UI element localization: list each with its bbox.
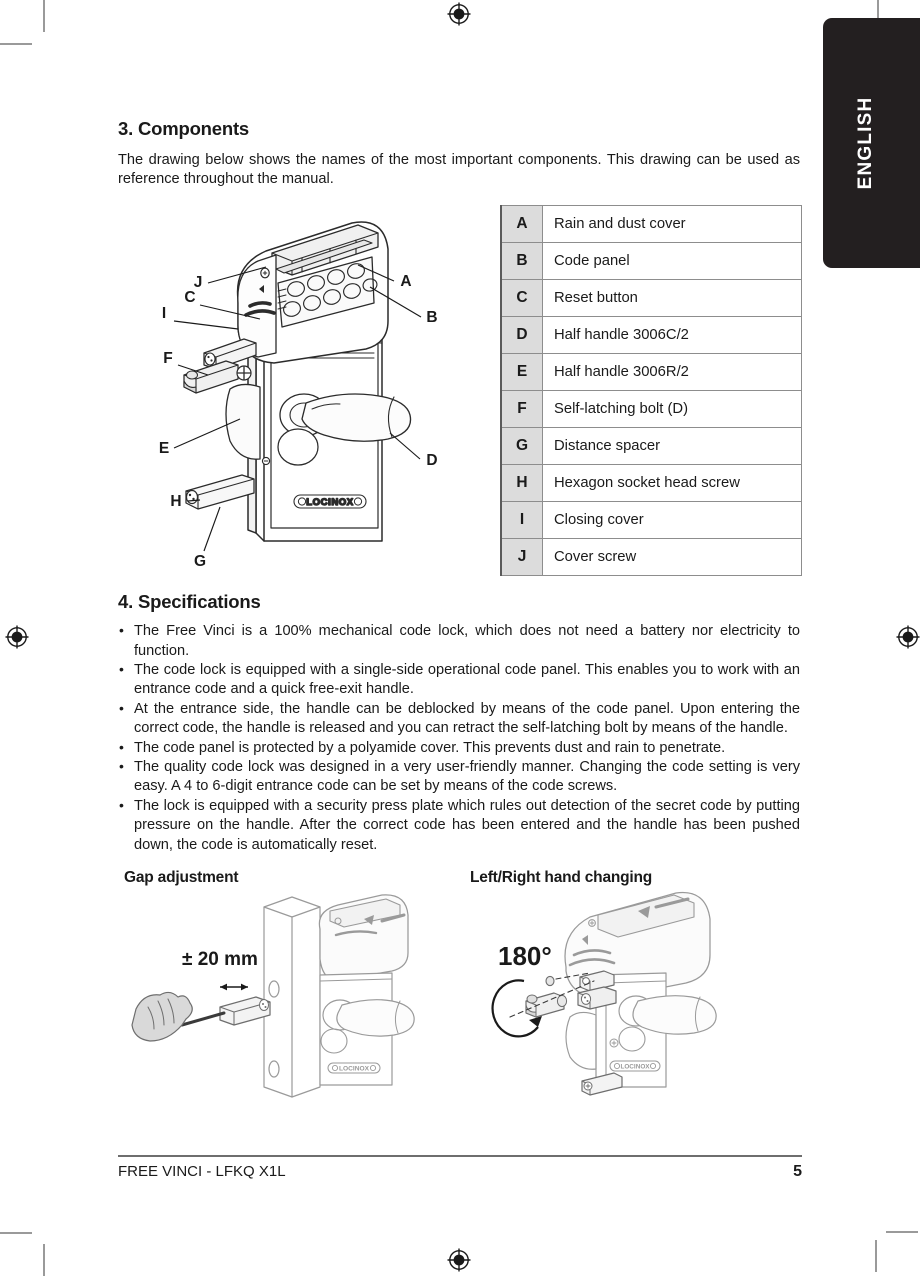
footer-document-title: FREE VINCI - LFKQ X1L xyxy=(118,1162,286,1180)
table-row: E Half handle 3006R/2 xyxy=(500,353,802,392)
specifications-heading: 4. Specifications xyxy=(118,591,261,613)
table-row: I Closing cover xyxy=(500,501,802,540)
gap-adjustment-illustration: LOCINOX xyxy=(131,894,415,1098)
crop-mark-bottom-left-horizontal xyxy=(0,1232,32,1234)
component-value: Rain and dust cover xyxy=(542,205,802,244)
callout-H: H xyxy=(170,493,181,510)
component-value: Reset button xyxy=(542,279,802,318)
page-footer: FREE VINCI - LFKQ X1L 5 xyxy=(118,1155,802,1181)
gap-measurement-label: ± 20 mm xyxy=(182,949,258,970)
component-key: A xyxy=(500,205,543,244)
page-content: 3. Components The drawing below shows th… xyxy=(118,0,802,1276)
specifications-section: 4. Specifications The Free Vinci is a 10… xyxy=(118,591,802,855)
components-intro-text: The drawing below shows the names of the… xyxy=(118,152,800,188)
language-tab-label: ENGLISH xyxy=(855,96,876,190)
instruction-figures: Gap adjustment xyxy=(118,869,802,1101)
component-value: Code panel xyxy=(542,242,802,281)
callout-G: G xyxy=(194,553,206,570)
footer-page-number: 5 xyxy=(793,1162,802,1180)
component-value: Half handle 3006R/2 xyxy=(542,353,802,392)
registration-mark-left xyxy=(5,625,29,649)
component-value: Distance spacer xyxy=(542,427,802,466)
callout-F: F xyxy=(163,350,172,367)
list-item: The lock is equipped with a security pre… xyxy=(118,796,800,855)
component-value: Cover screw xyxy=(542,538,802,577)
footer-divider xyxy=(118,1155,802,1157)
registration-mark-right xyxy=(896,625,920,649)
gap-figure-brand-logo: LOCINOX xyxy=(339,1066,370,1073)
lock-assembly-illustration: LOCINOX xyxy=(159,221,438,570)
language-tab-english: ENGLISH xyxy=(823,18,920,268)
registration-mark-top xyxy=(447,2,471,26)
components-table-body: A Rain and dust cover B Code panel C Res… xyxy=(500,205,802,577)
component-key: G xyxy=(500,427,543,466)
component-key: E xyxy=(500,353,543,392)
callout-I: I xyxy=(162,305,166,322)
component-key: F xyxy=(500,390,543,429)
drawing-brand-logo: LOCINOX xyxy=(306,497,354,508)
callout-J: J xyxy=(194,274,203,291)
hand-changing-illustration: LOCINOX xyxy=(491,892,717,1096)
table-row: B Code panel xyxy=(500,242,802,281)
figure-hand-changing-heading: Left/Right hand changing xyxy=(470,869,653,887)
component-value: Hexagon socket head screw xyxy=(542,464,802,503)
components-row: LOCINOX xyxy=(118,203,802,577)
figure-gap-adjustment: Gap adjustment xyxy=(124,869,464,1101)
list-item: The quality code lock was designed in a … xyxy=(118,757,800,797)
list-item: At the entrance side, the handle can be … xyxy=(118,699,800,739)
crop-mark-top-right-vertical xyxy=(877,0,879,32)
specifications-list: The Free Vinci is a 100% mechanical code… xyxy=(118,621,800,855)
crop-mark-bottom-left-vertical xyxy=(43,1244,45,1276)
components-heading: 3. Components xyxy=(118,118,250,139)
figure-gap-adjustment-heading: Gap adjustment xyxy=(124,869,239,887)
rotation-angle-label: 180° xyxy=(498,941,552,971)
table-row: J Cover screw xyxy=(500,538,802,577)
callout-B: B xyxy=(426,309,437,326)
components-table: A Rain and dust cover B Code panel C Res… xyxy=(500,205,802,577)
callout-C: C xyxy=(184,289,195,306)
component-key: I xyxy=(500,501,543,540)
table-row: H Hexagon socket head screw xyxy=(500,464,802,503)
list-item: The code panel is protected by a polyami… xyxy=(118,738,800,758)
crop-mark-bottom-right-horizontal xyxy=(886,1231,918,1233)
hand-figure-brand-logo: LOCINOX xyxy=(620,1064,650,1071)
crop-mark-bottom-right-vertical xyxy=(875,1240,877,1272)
table-row: C Reset button xyxy=(500,279,802,318)
component-key: J xyxy=(500,538,543,577)
component-key: C xyxy=(500,279,543,318)
callout-A: A xyxy=(400,273,411,290)
table-row: F Self-latching bolt (D) xyxy=(500,390,802,429)
component-key: B xyxy=(500,242,543,281)
figure-hand-changing: Left/Right hand changing xyxy=(470,869,810,1101)
table-row: D Half handle 3006C/2 xyxy=(500,316,802,355)
list-item: The Free Vinci is a 100% mechanical code… xyxy=(118,621,800,661)
crop-mark-top-left-horizontal xyxy=(0,43,32,45)
callout-E: E xyxy=(159,440,169,457)
component-key: D xyxy=(500,316,543,355)
registration-mark-bottom xyxy=(447,1248,471,1272)
component-value: Half handle 3006C/2 xyxy=(542,316,802,355)
list-item: The code lock is equipped with a single-… xyxy=(118,660,800,700)
callout-D: D xyxy=(426,452,437,469)
table-row: G Distance spacer xyxy=(500,427,802,466)
crop-mark-top-left-vertical xyxy=(43,0,45,32)
components-drawing: LOCINOX xyxy=(126,203,486,575)
component-value: Self-latching bolt (D) xyxy=(542,390,802,429)
component-key: H xyxy=(500,464,543,503)
table-row: A Rain and dust cover xyxy=(500,205,802,244)
component-value: Closing cover xyxy=(542,501,802,540)
